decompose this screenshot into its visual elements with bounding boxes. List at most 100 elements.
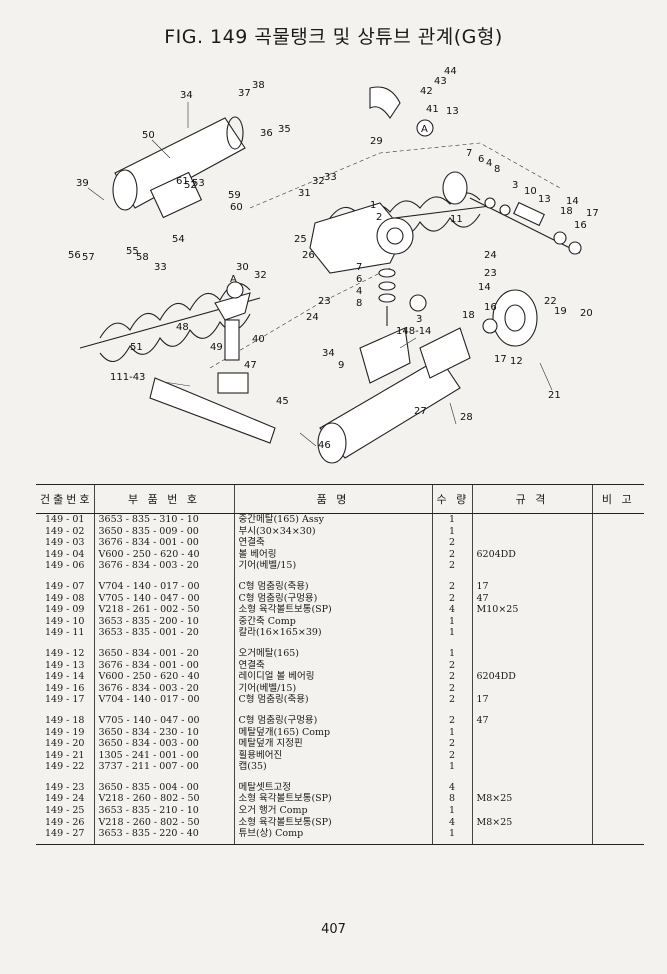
svg-text:46: 46 [318, 440, 331, 451]
cell-ref-no: 149 - 01 [45, 514, 85, 525]
cell-spec [471, 627, 592, 639]
svg-text:39: 39 [76, 178, 89, 189]
cell-part-name: 레이디얼 볼 베어링 [233, 671, 432, 683]
cell-remarks [591, 604, 644, 616]
right-shaft-assembly [442, 171, 582, 255]
cell-ref-no: 149 - 22 [45, 761, 85, 773]
cell-remarks [591, 592, 644, 605]
svg-text:3: 3 [512, 180, 518, 191]
cell-remarks [591, 647, 644, 660]
cell-spec [471, 525, 592, 538]
svg-text:57: 57 [82, 252, 95, 263]
cell-ref-no: 149 - 27 [36, 828, 94, 845]
cell-ref-no: 149 - 25 [45, 805, 85, 817]
spacer-cell [431, 638, 472, 648]
spacer-cell [471, 772, 592, 782]
cell-quantity: 2 [431, 738, 472, 750]
spacer-cell [93, 571, 234, 581]
cell-ref-no: 149 - 12 [45, 647, 85, 659]
cell-remarks [591, 726, 644, 739]
svg-text:11: 11 [450, 214, 463, 225]
cell-spec [471, 537, 592, 549]
svg-text:18: 18 [560, 206, 573, 217]
cell-part-name: 메탈덮개(165) Comp [233, 726, 432, 739]
spacer-cell [93, 772, 234, 782]
cell-remarks [591, 627, 644, 639]
cell-spec [471, 761, 592, 773]
cell-spec [471, 781, 592, 794]
svg-text:24: 24 [306, 312, 319, 323]
cell-part-no: 3653 - 835 - 200 - 10 [93, 615, 234, 628]
cell-part-name: 부시(30×34×30) [233, 525, 432, 538]
cell-ref-no: 149 - 19 [45, 726, 85, 738]
cell-part-name: 튜브(상) Comp [233, 828, 432, 845]
cell-part-name: 소형 육각볼트보통(SP) [233, 793, 432, 806]
cell-part-name: C형 멈춤링(축용) [233, 580, 432, 593]
svg-text:49: 49 [210, 342, 223, 353]
svg-text:31: 31 [298, 188, 311, 199]
cell-quantity: 1 [431, 805, 472, 817]
cell-quantity: 1 [431, 726, 472, 739]
cell-part-no: 3737 - 211 - 007 - 00 [93, 761, 234, 773]
cell-quantity: 2 [431, 694, 472, 706]
svg-text:45: 45 [276, 396, 289, 407]
svg-text:44: 44 [444, 66, 457, 77]
cell-ref-no: 149 - 06 [45, 560, 85, 572]
svg-text:1: 1 [370, 200, 376, 211]
cell-ref-no: 149 - 08 [45, 592, 85, 604]
cell-ref-no: 149 - 18 [45, 714, 85, 726]
cell-remarks [591, 828, 644, 845]
cell-quantity: 1 [431, 513, 472, 526]
svg-text:40: 40 [252, 334, 265, 345]
cell-part-no: 3650 - 834 - 230 - 10 [93, 726, 234, 739]
page-number: 407 [321, 922, 346, 937]
svg-text:25: 25 [294, 234, 307, 245]
header-quantity: 수 량 [431, 484, 472, 514]
svg-text:61: 61 [176, 176, 189, 187]
cell-spec [471, 682, 592, 695]
svg-text:27: 27 [414, 406, 427, 417]
svg-text:26: 26 [302, 250, 315, 261]
cell-spec: 47 [471, 714, 592, 727]
cell-ref-no: 149 - 13 [45, 659, 85, 671]
svg-text:29: 29 [370, 136, 383, 147]
cell-remarks [591, 738, 644, 750]
cell-part-name: 연결축 [233, 537, 432, 549]
cell-quantity: 2 [431, 749, 472, 762]
svg-text:4: 4 [486, 158, 492, 169]
cell-spec [471, 805, 592, 817]
svg-text:16: 16 [484, 302, 497, 313]
cell-part-name: 중간메탈(165) Assy [233, 513, 432, 526]
svg-text:47: 47 [244, 360, 257, 371]
cell-part-no: 3650 - 835 - 009 - 00 [93, 525, 234, 538]
cell-part-no: V218 - 260 - 802 - 50 [93, 816, 234, 829]
cell-remarks [591, 671, 644, 683]
svg-text:14: 14 [566, 196, 579, 207]
svg-text:60: 60 [230, 202, 243, 213]
cell-part-no: V705 - 140 - 047 - 00 [93, 592, 234, 605]
cell-part-no: 3653 - 835 - 220 - 40 [93, 828, 234, 845]
group-spacer [36, 705, 644, 715]
svg-text:42: 42 [420, 86, 433, 97]
cell-ref-no: 149 - 09 [45, 604, 85, 616]
spacer-cell [93, 705, 234, 715]
header-part-no: 부 품 번 호 [93, 484, 234, 514]
spacer-cell [471, 571, 592, 581]
svg-text:28: 28 [460, 412, 473, 423]
svg-text:51: 51 [130, 342, 143, 353]
svg-text:54: 54 [172, 234, 185, 245]
cell-part-name: C형 멈춤링(축용) [233, 694, 432, 706]
cell-remarks [591, 615, 644, 628]
cell-part-no: 3676 - 834 - 001 - 00 [93, 537, 234, 549]
svg-text:17: 17 [586, 208, 599, 219]
spacer-cell [36, 639, 94, 648]
header-ref-no: 건출번호 [36, 484, 94, 514]
cell-remarks [591, 694, 644, 706]
cell-ref-no: 149 - 17 [45, 694, 85, 706]
spacer-cell [431, 705, 472, 715]
